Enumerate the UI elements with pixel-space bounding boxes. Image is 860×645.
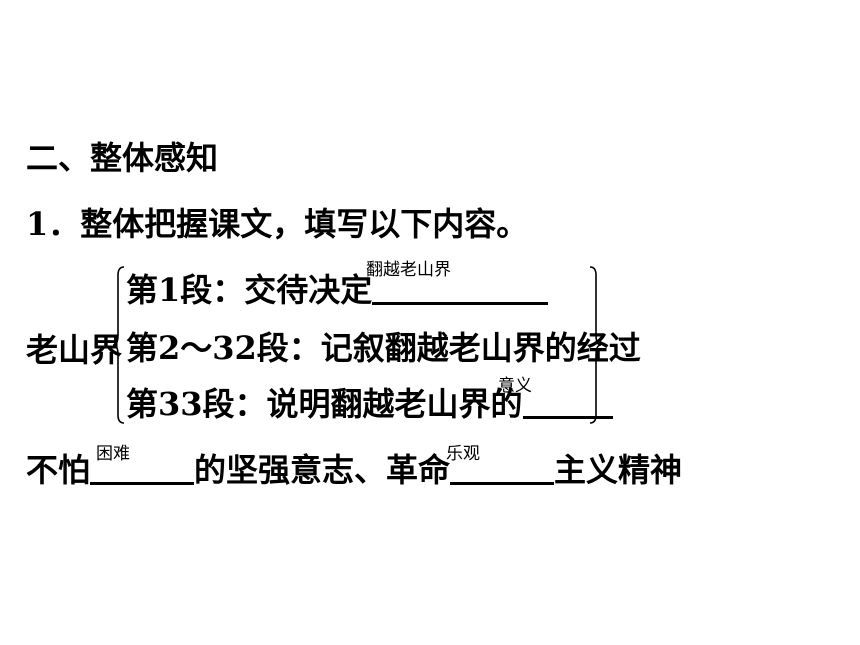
summary-line: 不怕 的坚强意志、革命 主义精神	[26, 450, 682, 490]
diagram-item-3-answer: 意义	[498, 376, 532, 396]
section-title: 二、整体感知	[26, 139, 219, 177]
left-brace-icon	[112, 266, 125, 424]
diagram-item-3: 第33段：说明翻越老山界的	[126, 384, 613, 424]
summary-answer-2: 乐观	[446, 444, 480, 464]
diagram-item-1-text: 第1段：交待决定	[126, 271, 373, 309]
diagram-item-1: 第1段：交待决定	[126, 270, 549, 310]
right-brace-icon	[589, 266, 602, 424]
answer-blank-1[interactable]	[372, 272, 549, 305]
summary-middle: 的坚强意志、革命	[194, 451, 451, 489]
diagram-item-3-text: 第33段：说明翻越老山界的	[126, 385, 523, 423]
summary-suffix: 主义精神	[554, 451, 683, 489]
answer-blank-2[interactable]	[522, 386, 613, 419]
diagram-item-1-answer: 翻越老山界	[366, 260, 451, 280]
question-prompt: 1．整体把握课文，填写以下内容。	[26, 205, 529, 243]
answer-blank-4[interactable]	[450, 452, 555, 485]
summary-prefix: 不怕	[26, 451, 91, 489]
diagram-item-2: 第2～32段：记叙翻越老山界的经过	[126, 329, 641, 367]
answer-blank-3[interactable]	[90, 452, 195, 485]
summary-answer-1: 困难	[96, 444, 130, 464]
diagram-root-label: 老山界	[26, 331, 123, 369]
